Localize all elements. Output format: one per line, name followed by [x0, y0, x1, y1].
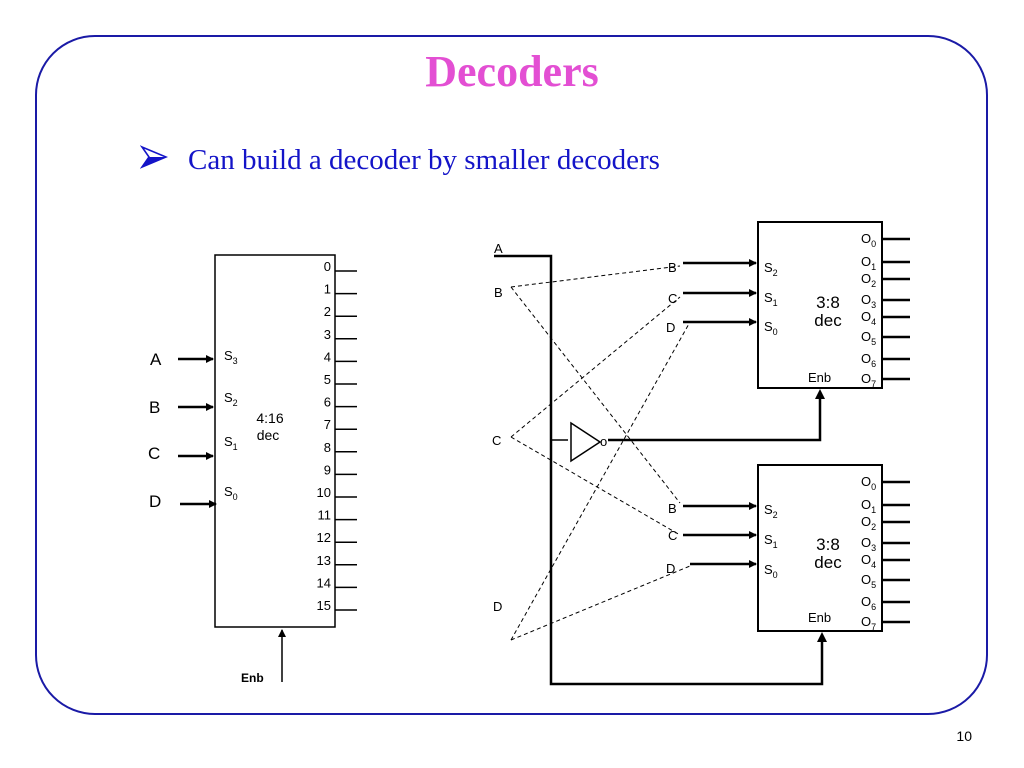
- output-label: O0: [861, 474, 876, 492]
- output-label: O5: [861, 329, 876, 347]
- two-3to8-circuit: A B C D o 3:8 dec Enb B C D: [492, 221, 910, 686]
- decoder-4to16-label-dec: dec: [257, 427, 280, 443]
- slide-frame: [35, 35, 988, 715]
- arrowhead-bullet-icon: [139, 144, 169, 177]
- page-number: 10: [956, 728, 972, 744]
- output-label: O2: [861, 514, 876, 532]
- input-label: B: [149, 398, 160, 417]
- output-label: 3: [324, 327, 331, 342]
- output-label: O5: [861, 572, 876, 590]
- output-label: O1: [861, 254, 876, 272]
- top-pin-s2: S2: [764, 260, 778, 278]
- output-label: O1: [861, 497, 876, 515]
- output-label: 10: [317, 485, 331, 500]
- decoder-3to8-top-box: [757, 221, 883, 389]
- input-d: D: [149, 492, 217, 511]
- output-label: 12: [317, 530, 331, 545]
- input-label: C: [148, 444, 160, 463]
- wire-a: [494, 254, 824, 686]
- output-label: 2: [324, 304, 331, 319]
- top-sel-b: B: [668, 260, 677, 275]
- right-input-c: C: [492, 433, 501, 448]
- right-input-a: A: [494, 241, 503, 256]
- output-label: 0: [324, 259, 331, 274]
- decoder-3to8-bottom: 3:8 dec Enb B C D S2 S1 S0 O0O1O2O3O4O5O…: [666, 464, 910, 632]
- inverter-bubble: o: [600, 434, 607, 449]
- output-label: O7: [861, 614, 876, 632]
- decoder-top-label: 3:8: [816, 293, 840, 312]
- output-label: 9: [324, 462, 331, 477]
- output-label: 15: [317, 598, 331, 613]
- decoder-3to8-bottom-box: [757, 464, 883, 632]
- output-label: 7: [324, 417, 331, 432]
- bottom-pin-s1: S1: [764, 532, 778, 550]
- decoder-bottom-label-dec: dec: [814, 553, 842, 572]
- decoder-top-enable: Enb: [808, 370, 831, 385]
- output-label: O2: [861, 271, 876, 289]
- bottom-pin-s0: S0: [764, 562, 778, 580]
- output-label: O3: [861, 535, 876, 553]
- output-label: 6: [324, 395, 331, 410]
- output-label: 13: [317, 553, 331, 568]
- input-label: A: [150, 350, 162, 369]
- decoder-bottom-label: 3:8: [816, 535, 840, 554]
- output-label: 1: [324, 282, 331, 297]
- wire-enable-top: [608, 396, 822, 442]
- top-sel-d: D: [666, 320, 675, 335]
- output-label: O4: [861, 552, 876, 570]
- output-label: O6: [861, 594, 876, 612]
- decoder-4to16: 4:16 dec A B C D S3 S2 S1 S0 01234567891…: [148, 254, 357, 685]
- right-input-b: B: [494, 285, 503, 300]
- bottom-sel-d: D: [666, 561, 675, 576]
- bullet-text: Can build a decoder by smaller decoders: [188, 144, 660, 176]
- top-pin-s1: S1: [764, 290, 778, 308]
- output-label: 4: [324, 349, 331, 364]
- select-pin-s0: S0: [224, 484, 238, 502]
- decoder-4to16-box: [214, 254, 336, 628]
- bottom-sel-b: B: [668, 501, 677, 516]
- inverter-gate: [570, 421, 602, 463]
- bottom-pin-s2: S2: [764, 502, 778, 520]
- right-input-d: D: [493, 599, 502, 614]
- input-a: A: [150, 350, 214, 369]
- decoder-bottom-enable: Enb: [808, 610, 831, 625]
- output-label: 11: [318, 508, 332, 523]
- output-label: 8: [324, 440, 331, 455]
- output-label: O6: [861, 351, 876, 369]
- output-label: O3: [861, 292, 876, 310]
- output-label: 14: [317, 575, 331, 590]
- input-c: C: [148, 444, 214, 463]
- output-label: O0: [861, 231, 876, 249]
- decoder-4to16-label: 4:16: [256, 410, 283, 426]
- output-label: O7: [861, 371, 876, 389]
- select-pin-s1: S1: [224, 434, 238, 452]
- input-b: B: [149, 398, 214, 417]
- select-pin-s3: S3: [224, 348, 238, 366]
- dashed-wiring: [510, 265, 691, 641]
- decoder-3to8-top: 3:8 dec Enb B C D S2 S1 S0 O0O1O2O3O4O5O…: [666, 221, 910, 389]
- output-label: 5: [324, 372, 331, 387]
- bottom-sel-c: C: [668, 528, 677, 543]
- output-label: O4: [861, 309, 876, 327]
- slide-title: Decoders: [425, 47, 599, 96]
- bullet-item: Can build a decoder by smaller decoders: [139, 144, 660, 177]
- input-label: D: [149, 492, 161, 511]
- decoder-top-label-dec: dec: [814, 311, 842, 330]
- select-pin-s2: S2: [224, 390, 238, 408]
- enable-label: Enb: [241, 671, 264, 685]
- top-sel-c: C: [668, 291, 677, 306]
- top-pin-s0: S0: [764, 319, 778, 337]
